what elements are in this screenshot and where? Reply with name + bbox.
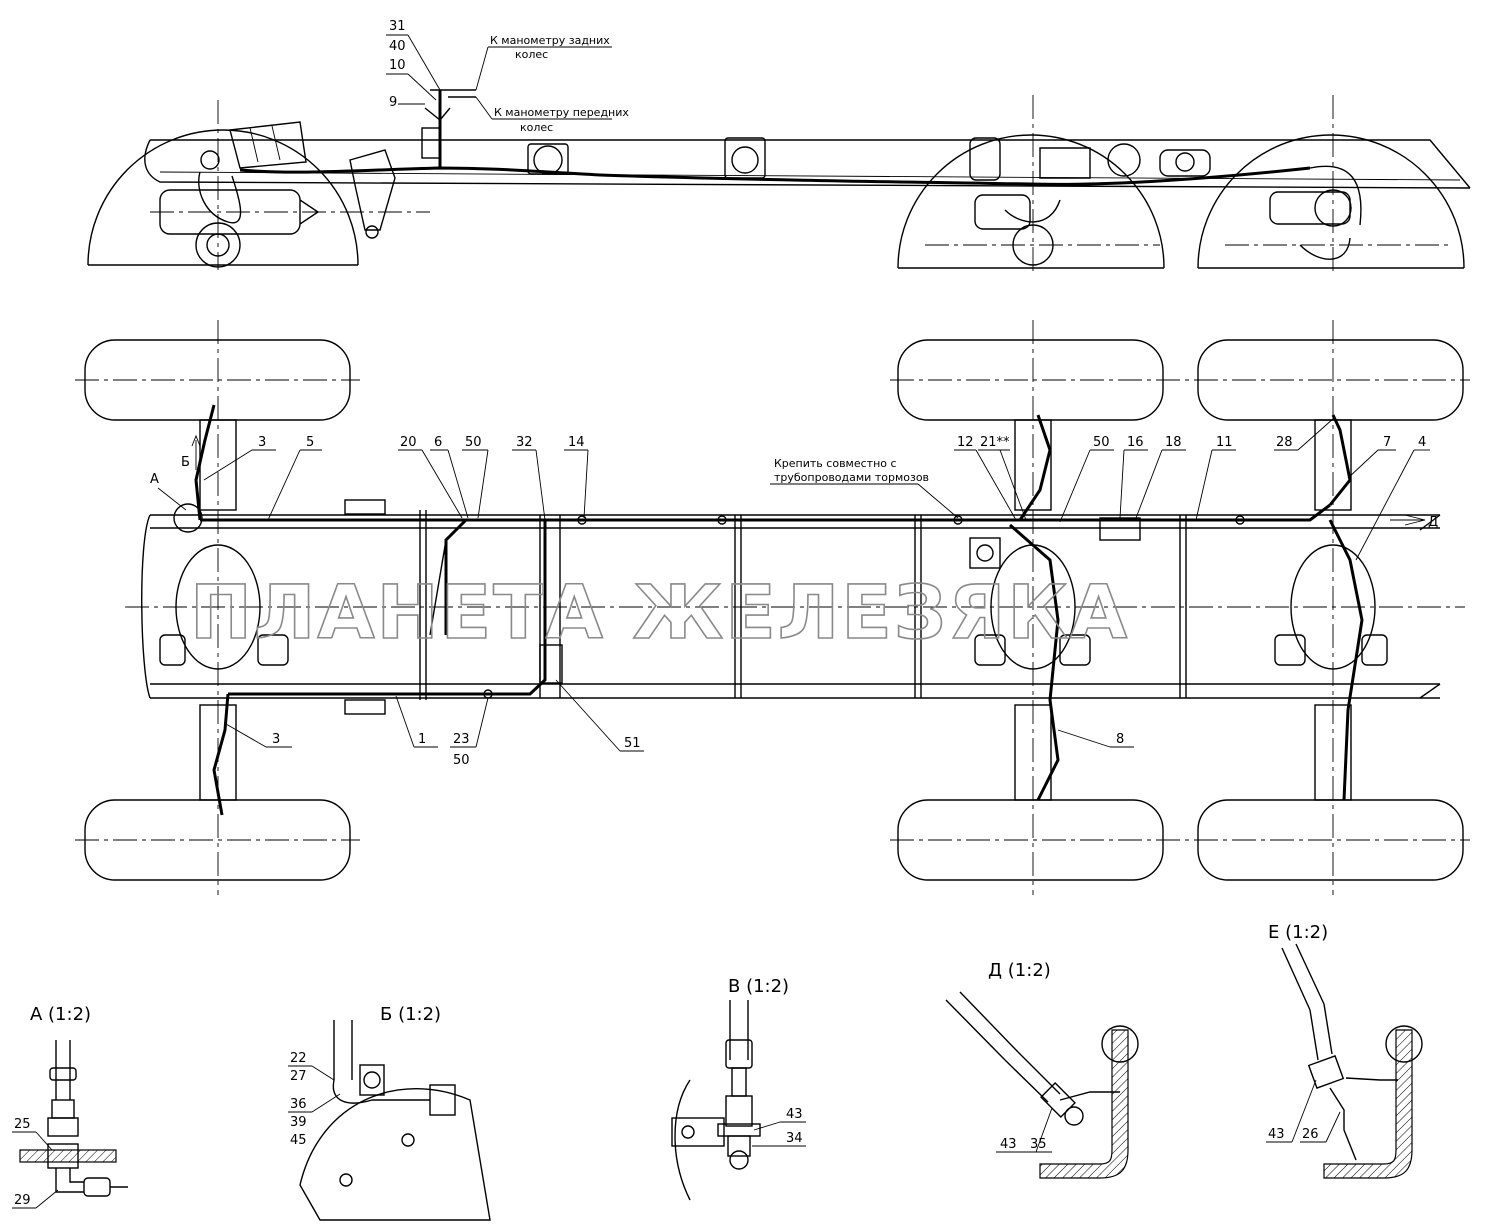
detail-V-label-34: 34 [786, 1131, 803, 1146]
callout-8: 8 [1116, 732, 1124, 747]
note-front-gauge-l1: К манометру передних [494, 106, 629, 119]
side-notes: К манометру задних колес К манометру пер… [475, 34, 629, 134]
detail-V-label-43: 43 [786, 1107, 803, 1122]
front-axle-side [159, 121, 320, 268]
rear-wheel-arch-1 [897, 134, 1165, 269]
detail-D: Д (1:2) 43 35 [945, 960, 1139, 1179]
detail-V: В (1:2) 43 34 [671, 976, 806, 1201]
callout-6: 6 [434, 435, 442, 450]
side-callouts: 31 40 10 9 [386, 19, 441, 110]
callout-11: 11 [1216, 435, 1233, 450]
detail-B: Б (1:2) 22 27 36 39 45 [288, 1004, 491, 1221]
plan-piping [194, 404, 1426, 816]
callout-32: 32 [516, 435, 533, 450]
callout-51: 51 [624, 736, 641, 751]
callout-B: Б [181, 455, 190, 470]
detail-B-label-27: 27 [290, 1069, 307, 1084]
callout-3a: 3 [258, 435, 266, 450]
detail-A-label-25: 25 [14, 1117, 31, 1132]
callout-18: 18 [1165, 435, 1182, 450]
detail-B-label-45: 45 [290, 1133, 307, 1148]
plan-view: ПЛАНЕТА ЖЕЛЕЗЯКА Крепить совместно с тру… [75, 320, 1470, 895]
callout-20: 20 [400, 435, 417, 450]
callout-5: 5 [306, 435, 314, 450]
callout-1: 1 [418, 732, 426, 747]
watermark: ПЛАНЕТА ЖЕЛЕЗЯКА [190, 570, 1129, 656]
note-fasten-l2: трубопроводами тормозов [774, 471, 929, 484]
callout-10: 10 [389, 58, 406, 73]
side-piping [239, 89, 1311, 186]
note-fasten-l1: Крепить совместно с [774, 457, 897, 470]
detail-E-title: Е (1:2) [1268, 922, 1328, 943]
fasten-note: Крепить совместно с трубопроводами тормо… [770, 457, 959, 519]
detail-D-title: Д (1:2) [988, 960, 1051, 981]
detail-E-label-43: 43 [1268, 1127, 1285, 1142]
callout-50c: 50 [453, 753, 470, 768]
note-rear-gauge-l1: К манометру задних [490, 34, 610, 47]
detail-A-title: А (1:2) [30, 1004, 91, 1025]
detail-D-label-43: 43 [1000, 1137, 1017, 1152]
callout-21: 21** [980, 435, 1010, 450]
note-front-gauge-l2: колес [520, 121, 553, 134]
side-components [349, 137, 1362, 266]
callout-D: Д [1428, 515, 1438, 530]
detail-B-label-36: 36 [290, 1097, 307, 1112]
callout-3b: 3 [272, 732, 280, 747]
side-view: К манометру задних колес К манометру пер… [87, 19, 1471, 275]
callout-A: А [150, 472, 159, 487]
callout-16: 16 [1127, 435, 1144, 450]
callout-14: 14 [568, 435, 585, 450]
note-rear-gauge-l2: колес [515, 48, 548, 61]
callout-7: 7 [1383, 435, 1391, 450]
plan-callouts: А Б 3 5 20 6 50 32 14 12 [150, 417, 1438, 768]
detail-B-label-39: 39 [290, 1115, 307, 1130]
detail-V-title: В (1:2) [728, 976, 789, 997]
detail-B-label-22: 22 [290, 1051, 307, 1066]
callout-28: 28 [1276, 435, 1293, 450]
callout-50a: 50 [465, 435, 482, 450]
detail-A-label-29: 29 [14, 1193, 31, 1208]
callout-4: 4 [1418, 435, 1426, 450]
callout-12: 12 [957, 435, 974, 450]
detail-A: А (1:2) 25 29 [12, 1004, 128, 1209]
callout-31: 31 [389, 19, 406, 34]
side-frame-rail [144, 139, 1471, 189]
front-wheel-arch [87, 129, 359, 266]
callout-23: 23 [453, 732, 470, 747]
plan-frame [141, 510, 1441, 700]
detail-E: Е (1:2) 43 26 [1266, 922, 1423, 1179]
rear-wheel-arch-2 [1197, 134, 1465, 269]
detail-B-title: Б (1:2) [380, 1004, 441, 1025]
callout-9: 9 [389, 95, 397, 110]
detail-E-label-26: 26 [1302, 1127, 1319, 1142]
callout-40: 40 [389, 39, 406, 54]
plan-clamps [173, 499, 1245, 715]
callout-50b: 50 [1093, 435, 1110, 450]
